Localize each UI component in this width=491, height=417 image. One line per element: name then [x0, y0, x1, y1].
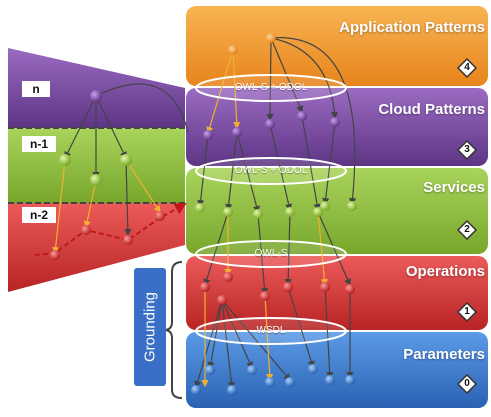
connector-ellipse-4 [195, 317, 347, 345]
ellipses [195, 74, 347, 345]
funnel-purple [8, 48, 185, 128]
band-operations [186, 256, 488, 330]
grounding-bracket [163, 261, 183, 399]
layer-number-3: 3 [464, 144, 470, 155]
grounding-label: Grounding [141, 291, 159, 363]
edges [34, 37, 357, 390]
connector-label-4: WSDL [256, 325, 286, 336]
funnel [8, 48, 185, 292]
diamond-0 [456, 373, 478, 395]
connector-ellipse-1 [195, 74, 347, 102]
nodes [50, 33, 357, 395]
diamond-4 [456, 57, 478, 79]
diamond-3 [456, 139, 478, 161]
connector-ellipse-2 [195, 157, 347, 185]
layer-number-2: 2 [464, 224, 470, 235]
grounding-label-box: Grounding [134, 268, 166, 386]
layer-number-1: 1 [464, 306, 470, 317]
band-application-patterns [186, 6, 488, 86]
connector-label-2: OWL-S + ODOL [234, 165, 308, 176]
band-cloud-patterns [186, 88, 488, 166]
layer-title-operations: Operations [405, 263, 485, 280]
layer-title-services: Services [423, 179, 485, 196]
level-label-n: n [22, 81, 50, 97]
layer-number-4: 4 [464, 62, 470, 73]
diamond-1 [456, 301, 478, 323]
connector-ellipse-3 [195, 240, 347, 268]
level-label-n-2: n-2 [22, 207, 56, 223]
level-label-n-1: n-1 [22, 136, 56, 152]
diamond-2 [456, 219, 478, 241]
band-services [186, 168, 488, 254]
connector-label-3: OWL-S [254, 248, 288, 259]
diamonds [456, 57, 478, 395]
layer-number-0: 0 [464, 378, 470, 389]
funnel-red [8, 203, 185, 292]
layer-bands [186, 6, 488, 408]
layer-title-application-patterns: Application Patterns [339, 19, 485, 36]
layer-title-cloud-patterns: Cloud Patterns [378, 101, 485, 118]
connector-label-1: OWL-S + ODOL [234, 82, 308, 93]
layer-title-parameters: Parameters [403, 346, 485, 363]
band-parameters [186, 332, 488, 408]
